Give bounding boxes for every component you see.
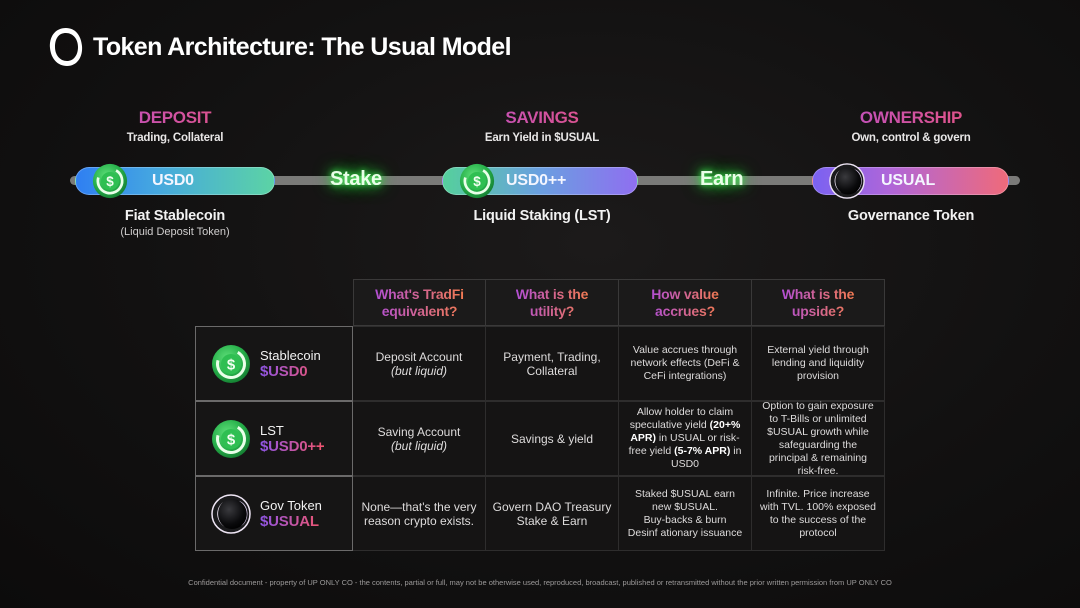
row-label: LST $USD0++ <box>195 401 353 476</box>
cell-note: (but liquid) <box>390 438 447 453</box>
token-label: USD0++ <box>506 172 567 189</box>
stage-name: OWNERSHIP <box>791 108 1031 128</box>
token-description-sub: (Liquid Deposit Token) <box>120 226 230 238</box>
stage-name: SAVINGS <box>422 108 662 128</box>
dollar-coin-icon <box>211 344 251 384</box>
token-description: Governance Token <box>847 208 975 224</box>
usual-ring-icon <box>211 494 251 534</box>
cell-text: in USD0 <box>670 445 742 470</box>
row-category: Gov Token <box>260 497 322 513</box>
cell-text: Infinite. Price increase with TVL. 100% … <box>760 487 876 539</box>
dollar-coin-icon <box>211 419 251 459</box>
token-description-usd0: Fiat Stablecoin (Liquid Deposit Token) <box>55 208 295 238</box>
cell-text: Saving Account <box>377 424 461 439</box>
stage-deposit: DEPOSIT Trading, Collateral <box>55 108 295 144</box>
usual-logo-icon <box>47 26 85 68</box>
cell-accrual: Value accrues through network effects (D… <box>619 326 752 401</box>
cell-tradfi: Deposit Account(but liquid) <box>353 326 486 401</box>
row-ticker: $USUAL <box>260 513 322 530</box>
cell-text: Payment, Trading, Collateral <box>503 349 601 378</box>
cell-upside: External yield through lending and liqui… <box>752 326 885 401</box>
header-line: What's TradFi <box>375 285 464 302</box>
dollar-coin-icon <box>92 163 128 199</box>
token-description-usual: Governance Token <box>791 208 1031 224</box>
cell-accrual: Allow holder to claim speculative yield … <box>619 401 752 476</box>
confidential-footer: Confidential document - property of UP O… <box>188 578 892 587</box>
token-label: USD0 <box>152 172 194 189</box>
table-row-usual: Gov Token $USUAL None—that's the very re… <box>195 476 885 551</box>
apr-highlight: (5-7% APR) <box>674 445 731 457</box>
cell-tradfi: None—that's the very reason crypto exist… <box>353 476 486 551</box>
token-label: USUAL <box>881 172 936 189</box>
token-pill-usd0pp: USD0++ <box>442 167 638 195</box>
cell-upside: Infinite. Price increase with TVL. 100% … <box>752 476 885 551</box>
cell-utility: Payment, Trading, Collateral <box>486 326 619 401</box>
cell-note: (but liquid) <box>390 363 448 378</box>
cell-text: Buy-backs & burn <box>643 513 727 526</box>
apr-highlight: (20+% APR) <box>630 419 741 444</box>
header-line: How value <box>651 285 719 302</box>
cell-text: Govern DAO Treasury <box>492 499 612 514</box>
stage-subtitle: Trading, Collateral <box>126 132 224 144</box>
header-line: What is the <box>515 285 589 302</box>
stake-arrow-label: Stake <box>330 168 382 190</box>
stage-subtitle: Own, control & govern <box>851 132 971 144</box>
table-row-usd0pp: LST $USD0++ Saving Account(but liquid) S… <box>195 399 885 477</box>
cell-text: Value accrues through network effects (D… <box>630 344 740 382</box>
usual-ring-icon <box>829 163 865 199</box>
token-pill-usual: USUAL <box>812 167 1009 195</box>
row-ticker: $USD0++ <box>260 437 325 455</box>
cell-text: None—that's the very reason crypto exist… <box>361 499 477 528</box>
row-ticker: $USD0 <box>260 363 321 380</box>
page-title: Token Architecture: The Usual Model <box>93 32 512 61</box>
row-category: LST <box>260 422 284 438</box>
header-line: accrues? <box>655 302 715 319</box>
stage-ownership: OWNERSHIP Own, control & govern <box>791 108 1031 144</box>
header-line: equivalent? <box>381 302 458 319</box>
cell-accrual: Staked $USUAL earn new $USUAL.Buy-backs … <box>619 476 752 551</box>
row-category: Stablecoin <box>260 347 321 363</box>
cell-text: Desinf ationary issuance <box>627 526 743 539</box>
cell-text: in USUAL or risk-free yield <box>628 432 740 457</box>
row-label: Stablecoin $USD0 <box>195 326 353 401</box>
cell-text: Allow holder to claim speculative yield <box>629 406 734 431</box>
token-description: Fiat Stablecoin <box>124 208 226 224</box>
token-description: Liquid Staking (LST) <box>473 208 611 224</box>
row-label: Gov Token $USUAL <box>195 476 353 551</box>
dollar-coin-icon <box>459 163 495 199</box>
header: Token Architecture: The Usual Model <box>47 26 512 68</box>
cell-text: Staked $USUAL earn new $USUAL. <box>634 487 735 513</box>
cell-text: Savings & yield <box>510 431 594 446</box>
header-line: upside? <box>791 302 845 319</box>
table-row-usd0: Stablecoin $USD0 Deposit Account(but liq… <box>195 326 885 401</box>
stage-subtitle: Earn Yield in $USUAL <box>484 132 600 144</box>
header-line: What is the <box>781 285 855 302</box>
cell-upside: Option to gain exposure to T-Bills or un… <box>752 399 885 477</box>
cell-text: Option to gain exposure to T-Bills or un… <box>762 399 874 477</box>
stage-name: DEPOSIT <box>55 108 295 128</box>
earn-arrow-label: Earn <box>700 168 744 190</box>
cell-text: Deposit Account <box>375 349 463 364</box>
token-pill-usd0: USD0 <box>75 167 275 195</box>
cell-text: Stake & Earn <box>516 513 588 528</box>
cell-text: External yield through lending and liqui… <box>767 344 869 382</box>
token-description-usd0pp: Liquid Staking (LST) <box>422 208 662 224</box>
cell-tradfi: Saving Account(but liquid) <box>353 401 486 476</box>
cell-utility: Savings & yield <box>486 401 619 476</box>
stage-savings: SAVINGS Earn Yield in $USUAL <box>422 108 662 144</box>
header-line: utility? <box>529 302 575 319</box>
